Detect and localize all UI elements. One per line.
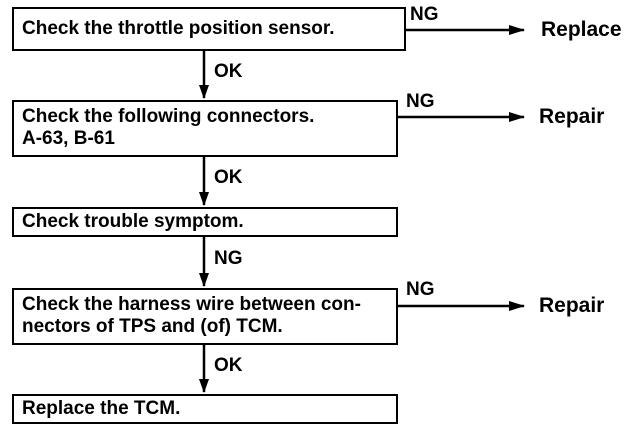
branch-condition-ng-2: NG [406, 91, 435, 112]
vertical-label-ok-4: OK [214, 355, 243, 376]
vertical-label-ng-3: NG [214, 248, 243, 269]
branch-result-replace: Replace [541, 18, 622, 41]
vertical-label-ok-1: OK [214, 61, 243, 82]
vertical-label-ok-2: OK [214, 167, 243, 188]
step-check-throttle-sensor: Check the throttle position sensor. [12, 7, 406, 51]
branch-result-repair-2: Repair [539, 294, 605, 317]
step-check-trouble-symptom: Check trouble symptom. [12, 207, 398, 237]
branch-condition-ng-1: NG [410, 4, 439, 25]
branch-condition-ng-3: NG [406, 279, 435, 300]
step-check-connectors: Check the following connectors. A-63, B-… [12, 100, 398, 157]
step-check-harness-wire: Check the harness wire between con- nect… [12, 288, 398, 345]
step-replace-tcm: Replace the TCM. [12, 394, 398, 424]
branch-result-repair-1: Repair [539, 105, 605, 128]
